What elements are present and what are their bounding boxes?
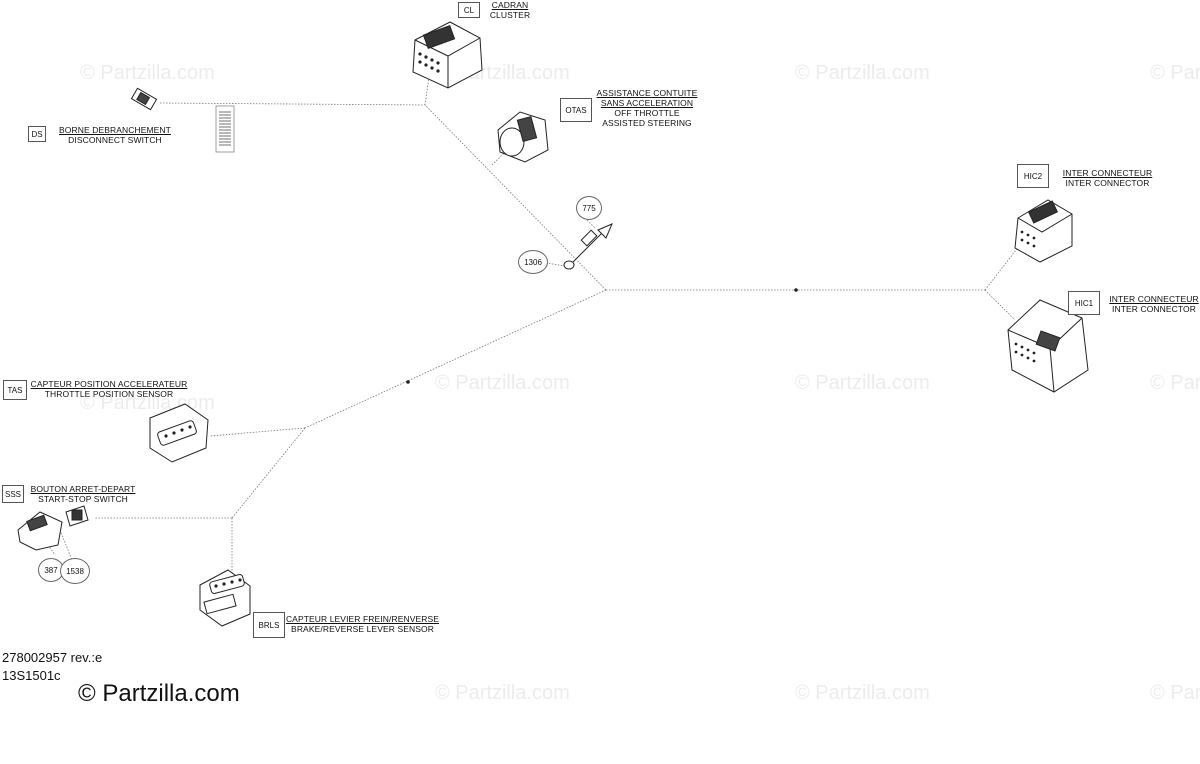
code-sss: SSS [2, 485, 24, 503]
start-stop-switch [17, 505, 89, 551]
splice-point [406, 380, 410, 384]
label-hic1-en: INTER CONNECTOR [1112, 304, 1196, 314]
watermark: © Partzilla.com [435, 372, 570, 394]
watermark: © Partzilla.com [435, 682, 570, 704]
splice-point [794, 288, 798, 292]
disconnect-switch-connector [130, 87, 158, 111]
watermark: © Partzilla.com [795, 372, 930, 394]
watermark: © Partzilla.com [795, 682, 930, 704]
code-ds: DS [28, 126, 46, 142]
label-brake-en: BRAKE/REVERSE LEVER SENSOR [291, 624, 434, 634]
label-hic2: INTER CONNECTEUR INTER CONNECTOR [1060, 168, 1155, 188]
label-disconnect-fr: BORNE DEBRANCHEMENT [59, 125, 171, 135]
off-throttle-connector [497, 111, 549, 163]
label-hic1-fr: INTER CONNECTEUR [1109, 294, 1199, 304]
watermark: © Partzilla.com [1150, 62, 1200, 84]
code-tas: TAS [3, 380, 27, 400]
code-otas: OTAS [560, 98, 592, 122]
label-off-throttle: ASSISTANCE CONTUITE SANS ACCELERATION OF… [592, 88, 702, 128]
watermark: © Partzilla.com [795, 62, 930, 84]
label-cluster: CADRAN CLUSTER [484, 0, 536, 20]
drawing-number: 13S1501c [2, 668, 61, 683]
label-throttle: CAPTEUR POSITION ACCELERATEUR THROTTLE P… [28, 379, 190, 399]
label-throttle-en: THROTTLE POSITION SENSOR [44, 389, 174, 399]
callout-775[interactable]: 775 [576, 196, 602, 220]
label-off-throttle-fr1: ASSISTANCE CONTUITE [596, 88, 698, 98]
label-start-stop-fr: BOUTON ARRET-DEPART [30, 484, 136, 494]
label-start-stop: BOUTON ARRET-DEPART START-STOP SWITCH [24, 484, 142, 504]
code-hic2: HIC2 [1017, 164, 1049, 188]
hic1-connector [1007, 299, 1089, 393]
harness-clip [563, 223, 613, 270]
callout-387[interactable]: 387 [38, 558, 64, 582]
callout-1306[interactable]: 1306 [518, 250, 548, 274]
label-off-throttle-en2: ASSISTED STEERING [602, 118, 692, 128]
label-hic2-en: INTER CONNECTOR [1065, 178, 1150, 188]
cluster-connector [412, 21, 483, 89]
label-disconnect: BORNE DEBRANCHEMENT DISCONNECT SWITCH [56, 125, 174, 145]
throttle-sensor-connector [149, 403, 209, 463]
label-cluster-fr: CADRAN [491, 0, 529, 10]
hic2-connector [1014, 199, 1073, 263]
label-off-throttle-en1: OFF THROTTLE [614, 108, 680, 118]
part-number: 278002957 rev.:e [2, 650, 103, 665]
label-brake: CAPTEUR LEVIER FREIN/RENVERSE BRAKE/REVE… [285, 614, 440, 634]
code-brls: BRLS [253, 612, 285, 638]
label-hic1: INTER CONNECTEUR INTER CONNECTOR [1108, 294, 1200, 314]
watermark: © Partzilla.com [80, 62, 215, 84]
barcode-label [215, 105, 235, 153]
label-cluster-en: CLUSTER [489, 10, 531, 20]
label-brake-fr: CAPTEUR LEVIER FREIN/RENVERSE [285, 614, 440, 624]
label-hic2-fr: INTER CONNECTEUR [1062, 168, 1153, 178]
brake-sensor-connector [199, 569, 251, 627]
watermark: © Partzilla.com [1150, 372, 1200, 394]
code-hic1: HIC1 [1068, 291, 1100, 315]
label-start-stop-en: START-STOP SWITCH [38, 494, 128, 504]
brand-logo-text: © Partzilla.com [78, 680, 240, 707]
label-disconnect-en: DISCONNECT SWITCH [68, 135, 162, 145]
callout-1538[interactable]: 1538 [60, 558, 90, 584]
label-off-throttle-fr2: SANS ACCELERATION [600, 98, 694, 108]
label-throttle-fr: CAPTEUR POSITION ACCELERATEUR [30, 379, 188, 389]
watermark: © Partzilla.com [1150, 682, 1200, 704]
code-cl: CL [458, 2, 480, 18]
